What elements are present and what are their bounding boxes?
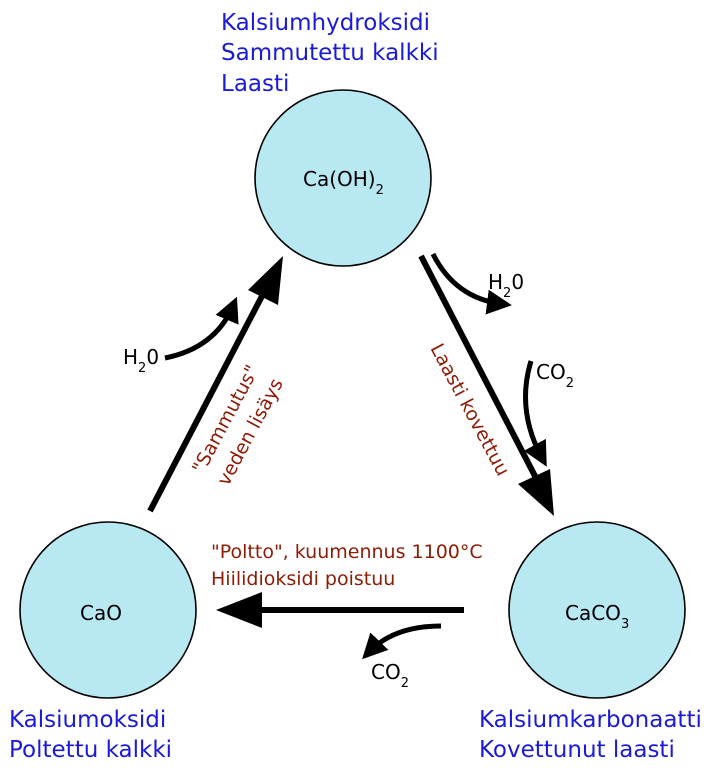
label-water-in: H20 bbox=[123, 345, 159, 376]
name-right-2: Kovettunut laasti bbox=[479, 737, 675, 763]
arrow-burning-head bbox=[216, 592, 262, 628]
node-calcium-oxide bbox=[19, 521, 197, 699]
arrow-water-in bbox=[164, 296, 239, 361]
arrow-slaking-shaft bbox=[147, 294, 265, 513]
arrow-hardening-head bbox=[518, 469, 554, 516]
label-co2-out: CO2 bbox=[371, 660, 409, 691]
name-left-2: Poltettu kalkki bbox=[9, 737, 172, 763]
label-co2-in: CO2 bbox=[536, 360, 574, 391]
process-burning-1: "Poltto", kuumennus 1100°C bbox=[211, 541, 483, 563]
process-burning-2: Hiilidioksidi poistuu bbox=[211, 568, 395, 590]
arrow-hardening-shaft bbox=[418, 254, 539, 480]
label-water-out: H20 bbox=[488, 270, 524, 301]
arrow-slaking-head bbox=[248, 256, 283, 305]
arrow-co2-out bbox=[362, 623, 442, 660]
name-top-3: Laasti bbox=[221, 71, 289, 97]
name-left-1: Kalsiumoksidi bbox=[9, 707, 166, 733]
arrow-water-out bbox=[430, 252, 512, 315]
node-calcium-hydroxide bbox=[254, 89, 432, 267]
name-top-1: Kalsiumhydroksidi bbox=[221, 10, 430, 36]
arrow-co2-in bbox=[523, 360, 547, 467]
name-top-2: Sammutettu kalkki bbox=[221, 40, 439, 66]
formula-calcium-hydroxide: Ca(OH)2 bbox=[303, 167, 384, 198]
formula-calcium-oxide: CaO bbox=[80, 601, 122, 625]
node-calcium-carbonate bbox=[508, 521, 686, 699]
formula-calcium-carbonate: CaCO3 bbox=[565, 601, 629, 632]
name-right-1: Kalsiumkarbonaatti bbox=[479, 707, 702, 733]
